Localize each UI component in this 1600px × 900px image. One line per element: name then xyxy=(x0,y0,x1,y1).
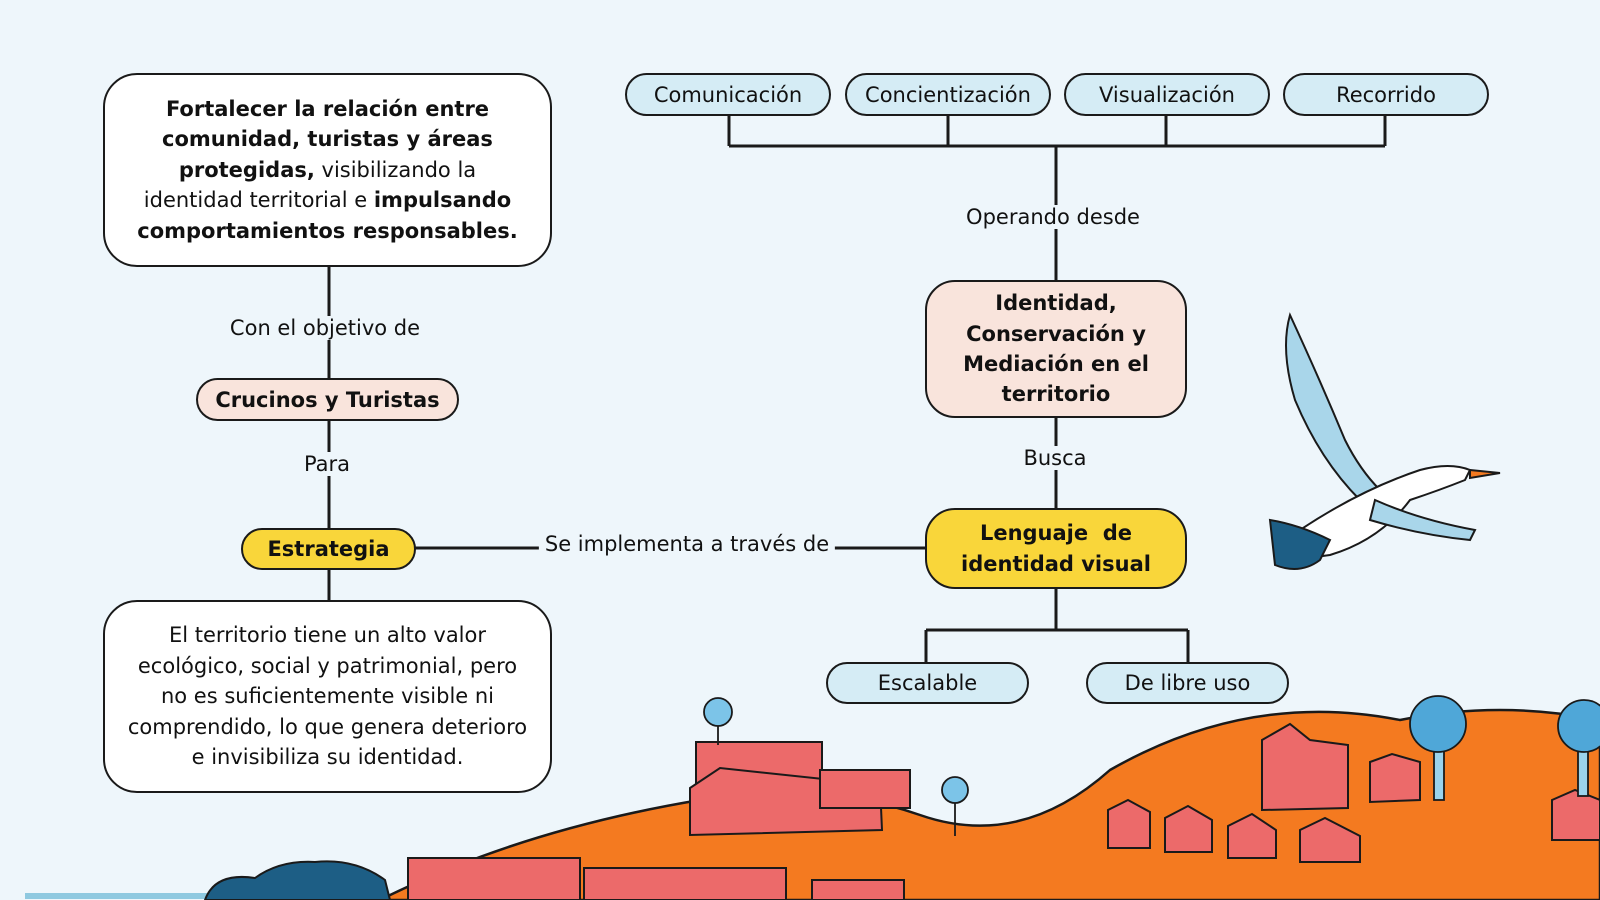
tag-comunicacion: Comunicación xyxy=(625,73,831,116)
objective-bold-2: impulsando comportamientos responsables. xyxy=(137,188,518,243)
problem-text: El territorio tiene un alto valor ecológ… xyxy=(127,623,528,770)
audience-node: Crucinos y Turistas xyxy=(196,378,459,421)
identity-node: Identidad, Conservación y Mediación en e… xyxy=(925,280,1187,418)
objective-text-1: visibilizando la identidad territorial e xyxy=(143,157,477,213)
tag-escalable: Escalable xyxy=(826,662,1029,704)
visual-language-text: Lenguaje de identidad visual xyxy=(961,521,1151,576)
tag-visualizacion: Visualización xyxy=(1064,73,1270,116)
label-se-implementa: Se implementa a través de xyxy=(538,532,836,556)
objective-bold-1: Fortalecer la relación entre comunidad, … xyxy=(162,96,493,182)
strategy-node: Estrategia xyxy=(241,528,416,570)
house-icon xyxy=(407,722,1600,900)
heron-bird-icon xyxy=(1268,312,1501,570)
problem-card: El territorio tiene un alto valor ecológ… xyxy=(103,600,552,793)
visual-language-node: Lenguaje de identidad visual xyxy=(925,508,1187,589)
tag-concientizacion: Concientización xyxy=(845,73,1051,116)
palm-tree-icon xyxy=(703,695,1600,836)
objective-card: Fortalecer la relación entre comunidad, … xyxy=(103,73,552,267)
label-con-el-objetivo: Con el objetivo de xyxy=(223,316,427,340)
label-para: Para xyxy=(297,452,357,476)
tag-de-libre-uso: De libre uso xyxy=(1086,662,1289,704)
tag-recorrido: Recorrido xyxy=(1283,73,1489,116)
identity-text: Identidad, Conservación y Mediación en e… xyxy=(963,291,1149,407)
label-operando-desde: Operando desde xyxy=(960,205,1146,229)
objective-text: Fortalecer la relación entre comunidad, … xyxy=(127,94,528,246)
label-busca: Busca xyxy=(1017,446,1093,470)
